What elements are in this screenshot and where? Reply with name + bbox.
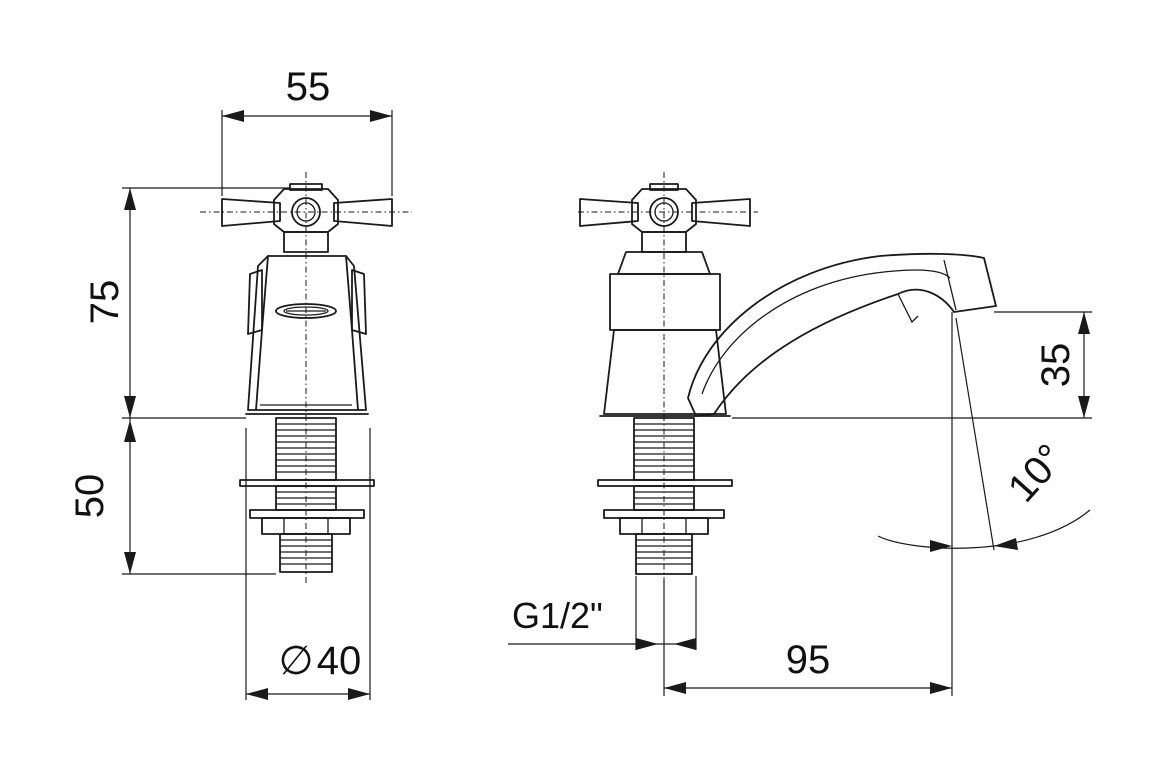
side-cross-handle [579, 183, 751, 233]
thread-size-label: G1/2" [512, 595, 603, 636]
dim-spout-height: 35 [732, 311, 1092, 419]
spout-angle-label: 10° [1000, 436, 1073, 510]
front-cross-handle [221, 183, 393, 233]
side-view [578, 172, 997, 580]
front-bottom-thread [279, 533, 333, 573]
front-body [245, 255, 369, 415]
dim-upper-height: 75 [83, 187, 290, 419]
upper-height-label: 75 [83, 280, 127, 325]
diameter-symbol: ∅ [279, 639, 314, 683]
front-view [200, 172, 412, 585]
dim-thread-size: G1/2" [508, 576, 697, 650]
front-flange [249, 509, 365, 519]
front-nut [261, 517, 351, 535]
dim-base-diameter: ∅ 40 [245, 428, 371, 700]
front-neck [283, 231, 329, 253]
spout-height-label: 35 [1034, 343, 1078, 388]
side-body [599, 251, 731, 417]
dim-handle-width: 55 [221, 65, 393, 196]
dim-lower-height: 50 [68, 418, 276, 575]
spout-reach-label: 95 [786, 638, 831, 682]
side-spout [687, 252, 997, 417]
handle-width-label: 55 [286, 65, 331, 109]
base-diameter-label: 40 [317, 639, 362, 683]
side-nut [619, 517, 709, 535]
dim-spout-reach: 95 [663, 312, 953, 696]
lower-height-label: 50 [68, 474, 112, 519]
side-bottom-thread [635, 533, 693, 575]
